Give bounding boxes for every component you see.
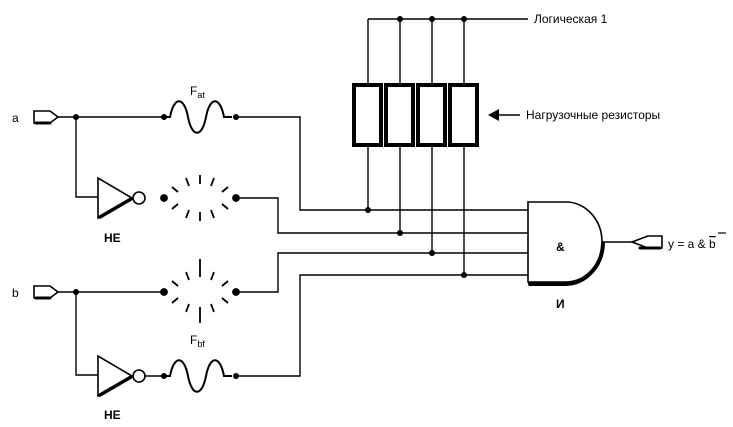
fuse-a-intact xyxy=(161,100,239,134)
fuse-a-blown xyxy=(160,175,240,221)
input-a-terminal xyxy=(33,110,60,125)
resistor-pointer-arrow xyxy=(488,109,520,121)
fuse-b-intact xyxy=(145,359,239,393)
fuse-b-label: Fbf xyxy=(190,333,205,349)
fuse-b-blown xyxy=(160,259,240,323)
not-gate-top-label: НЕ xyxy=(104,231,121,245)
pull-up-resistors xyxy=(352,83,479,278)
output-terminal xyxy=(629,235,663,250)
input-b-terminal xyxy=(33,285,60,300)
and-gate xyxy=(527,201,605,286)
logic-one-label: Логическая 1 xyxy=(534,12,608,26)
logic-one-bus xyxy=(367,16,528,85)
resistors-label: Нагрузочные резисторы xyxy=(526,108,660,122)
and-gate-symbol: & xyxy=(556,240,565,254)
not-gate-top xyxy=(97,176,146,220)
and-gate-label: И xyxy=(556,297,565,311)
input-a-label: a xyxy=(12,111,19,125)
not-gate-bottom-label: НЕ xyxy=(104,408,121,422)
output-expression: y = a & b xyxy=(668,237,716,251)
fuse-a-label: Fat xyxy=(190,84,205,100)
not-gate-bottom xyxy=(97,354,146,398)
input-b-label: b xyxy=(12,286,19,300)
